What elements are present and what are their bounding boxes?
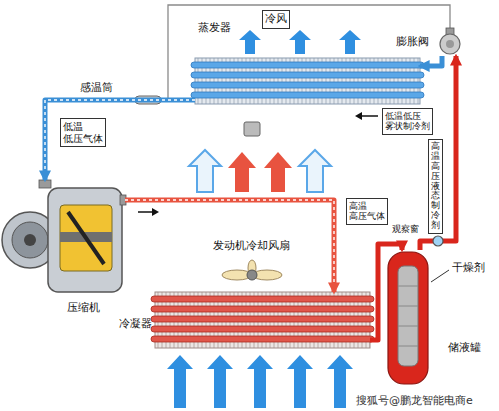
pipe-group (125, 200, 334, 292)
compressor (60, 205, 112, 271)
air-tag: 冷风 (262, 10, 290, 29)
refrigerant-pipe (420, 56, 442, 66)
sight-glass (433, 236, 443, 246)
receiver-drier (398, 266, 418, 366)
flow-arrow (355, 112, 362, 120)
compressor (24, 234, 36, 246)
cold-air-arrow (239, 30, 361, 54)
flow-arrow (360, 115, 378, 117)
state-box: 高温高压 液态制冷剂 (428, 139, 443, 234)
receiver-drier (388, 252, 428, 384)
refrigerant-pipe (370, 244, 402, 340)
condenser-coil (151, 306, 374, 312)
refrigerant-pipe (45, 100, 195, 180)
compressor (39, 180, 51, 188)
part-label: 膨胀阀 (396, 36, 429, 49)
air-intake-arrow (327, 355, 353, 408)
part-label: 感温筒 (80, 82, 113, 95)
box-text: 高温高压 液态制冷剂 (431, 142, 440, 231)
part-label: 压缩机 (67, 302, 100, 315)
air-flow-arrow (189, 150, 331, 192)
capillary-line (161, 5, 450, 100)
part-label: 冷凝器 (119, 318, 152, 331)
air-flow-arrow (189, 150, 221, 192)
air-flow-arrow (299, 150, 331, 192)
flow-arrow (138, 211, 154, 213)
condenser-coil (151, 296, 374, 302)
cooling-fan (247, 270, 257, 280)
compressor (68, 212, 104, 264)
part-label: 储液罐 (448, 342, 481, 355)
receiver-drier (388, 252, 428, 384)
state-box: 高温 高压气体 (346, 198, 388, 225)
condenser-node: 冷凝器 (155, 292, 370, 348)
pipe-highlight (45, 100, 195, 170)
condenser-coil (151, 326, 374, 332)
part-label: 干燥剂 (452, 262, 485, 275)
state-box: 低温 低压气体 (60, 118, 106, 147)
leader-line (431, 270, 449, 282)
box-text: 低温 低压气体 (63, 121, 103, 144)
flow-arrow (152, 208, 159, 216)
evaporator-coil (191, 58, 424, 104)
compressor-node: 压缩机 (5, 180, 125, 298)
pipe-group (370, 244, 402, 340)
receiver-node: 储液罐 (386, 250, 430, 385)
box-text: 冷风 (265, 13, 287, 26)
cold-air-arrow (339, 30, 361, 54)
air-flow-arrow (228, 152, 256, 192)
condenser-coil (151, 336, 374, 342)
pipe-group (420, 56, 456, 250)
receiver-drier (398, 326, 418, 327)
compressor (12, 222, 48, 258)
receiver-drier (398, 306, 418, 307)
cold-air-arrow (289, 30, 311, 54)
watermark: 搜狐号@鹏龙智能电商e (356, 395, 473, 408)
air-intake-arrow (207, 355, 233, 408)
expansion-valve (446, 40, 454, 48)
box-text: 低温低压 雾状制冷剂 (385, 111, 430, 132)
air-intake-arrow (167, 355, 353, 408)
part-label: 蒸发器 (198, 22, 231, 35)
part-label: 观察窗 (392, 224, 419, 234)
box-text: 高温 高压气体 (349, 201, 385, 222)
air-intake-arrow (167, 355, 193, 408)
evaporator-coil (191, 72, 424, 78)
compressor (2, 180, 126, 292)
valve-node: 膨胀阀 (436, 32, 464, 56)
pipe-highlight (125, 200, 334, 282)
receiver-drier (398, 286, 418, 287)
receiver-drier (398, 346, 418, 347)
pipe-group (45, 100, 195, 180)
cooling-fan (222, 260, 282, 280)
evaporator-coil (191, 82, 424, 88)
evaporator-coil (191, 62, 424, 68)
blower-part (244, 122, 260, 136)
refrigerant-pipe (420, 56, 456, 250)
state-box: 低温低压 雾状制冷剂 (382, 108, 433, 135)
air-intake-arrow (247, 355, 273, 408)
evaporator-coil (191, 92, 424, 98)
part-label: 发动机冷却风扇 (213, 240, 290, 253)
refrigerant-pipe (125, 200, 334, 292)
evaporator-node: 蒸发器 (195, 58, 420, 104)
condenser-coil (151, 292, 374, 348)
expansion-valve (440, 28, 460, 54)
pipe-group (420, 56, 442, 66)
air-flow-arrow (264, 152, 292, 192)
air-intake-arrow (287, 355, 313, 408)
condenser-coil (151, 316, 374, 322)
compressor (48, 188, 122, 292)
expansion-valve (440, 34, 460, 54)
cold-air-arrow (239, 30, 261, 54)
